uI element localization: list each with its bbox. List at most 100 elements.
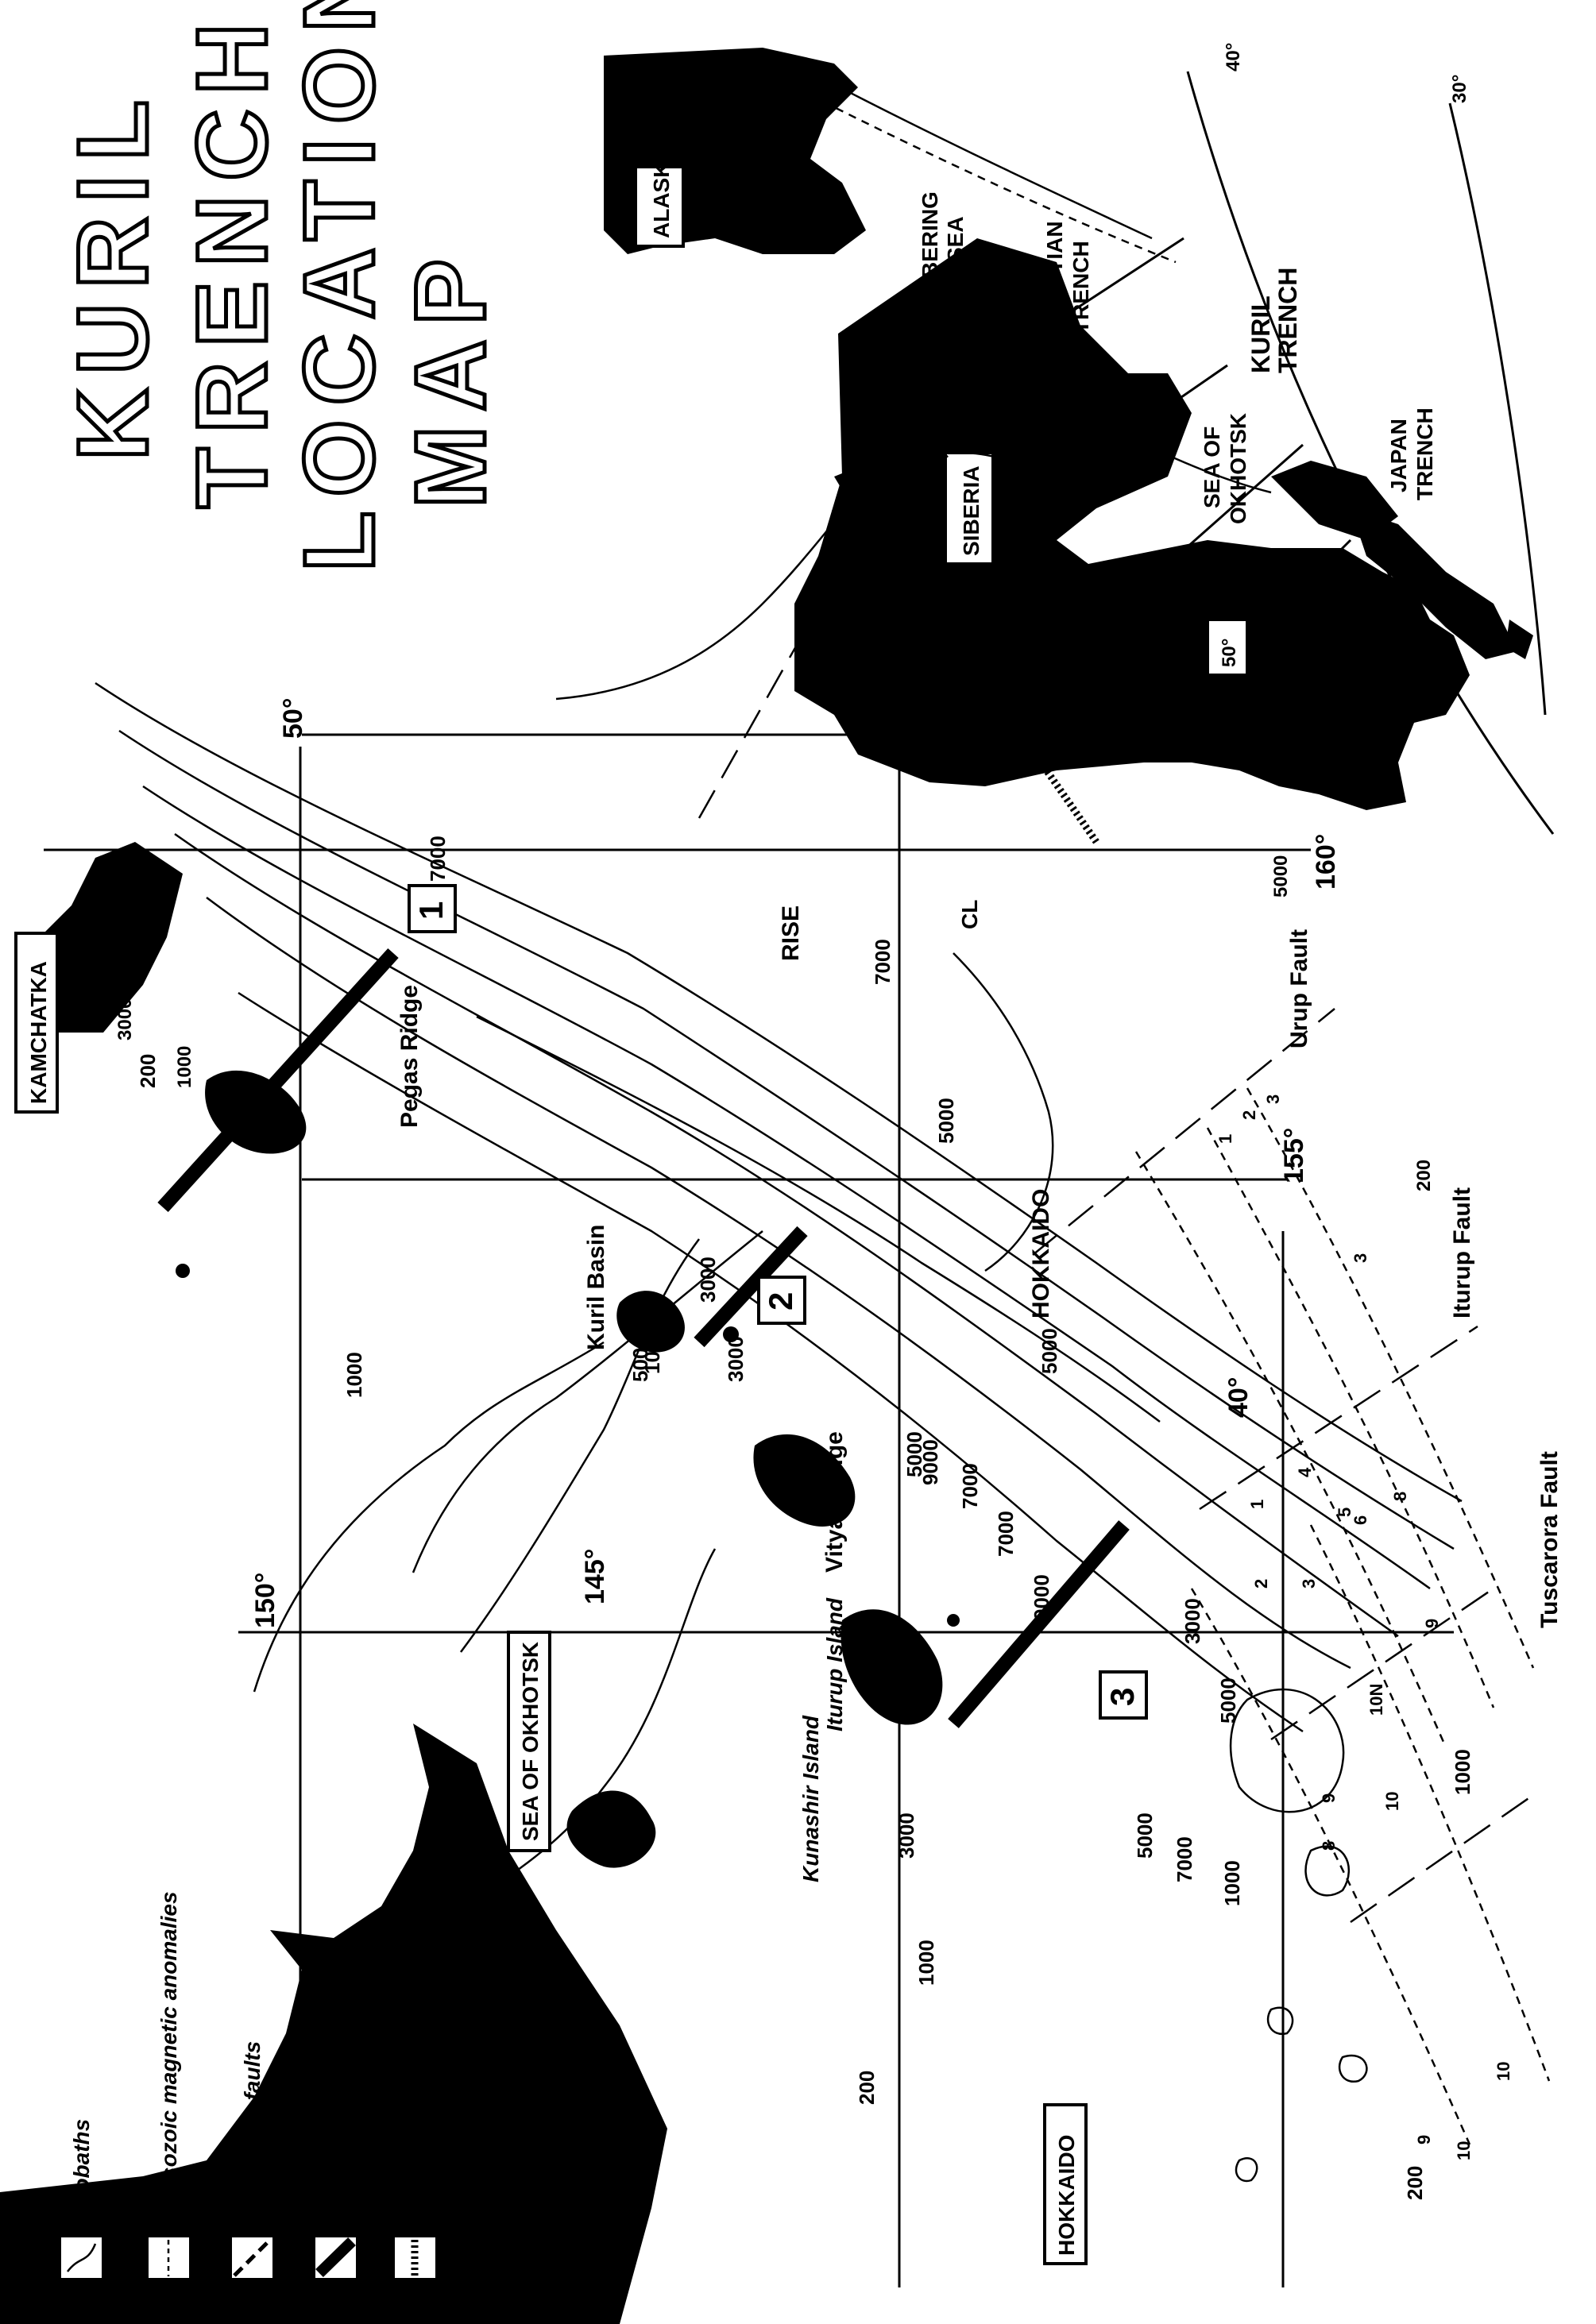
anomaly-label: 1 (1215, 1134, 1235, 1144)
map-title: KURIL TRENCH LOCATION MAP (56, 0, 508, 574)
depth-label: 3000 (696, 1257, 720, 1303)
isobath-1000-kuril-basin (412, 1230, 763, 1573)
inset-label-japan-trench-1: JAPAN (1386, 419, 1411, 492)
anomaly-label: 3 (1263, 1094, 1283, 1104)
magnetic-anomaly-3 (1246, 1087, 1535, 1669)
label-hokkaido: HOKKAIDO (1054, 2135, 1079, 2256)
inset-label-bering-2: SEA (943, 216, 968, 262)
anomaly-label: 9 (1422, 1619, 1442, 1628)
isobath-5000-hokkaido-rise (953, 952, 1054, 1272)
depth-label: 1000 (1451, 1749, 1474, 1795)
transform-fault-5 (1350, 1793, 1534, 1924)
depth-label: 200 (1413, 1160, 1435, 1191)
seamount-1 (1304, 1845, 1351, 1897)
legend-isobaths-swatch (58, 2234, 105, 2281)
magnetic-anomaly-5 (1309, 1524, 1551, 2082)
lat50-label-box (1206, 618, 1249, 677)
isobath-7000-trench (142, 785, 1431, 1590)
anomaly-label: 10N (1366, 1684, 1386, 1716)
depth-label: 5000 (1133, 1812, 1157, 1859)
inset-kuril-arc (1080, 411, 1272, 494)
anomaly-label: 1 (1247, 1500, 1267, 1509)
legend-isobaths-label: - Isobaths (69, 2119, 94, 2224)
isobath-1000-okhotsk (253, 1341, 605, 1693)
depth-label: 200 (136, 1054, 160, 1088)
small-island-1 (723, 1326, 739, 1342)
isobath-3000-trench (206, 896, 1351, 1670)
legend-mesozoic-label: - Mesozoic magnetic anomalies (157, 1891, 181, 2224)
legend-mcs-line (315, 2237, 356, 2278)
isobath-7000-east (118, 729, 1455, 1550)
isobath-5000-rise (555, 451, 1034, 701)
label-kamchatka: KAMCHATKA (26, 961, 51, 1104)
inset-aleutian-trench (810, 94, 1177, 264)
transform-fault-1 (698, 372, 1065, 819)
seamount-2 (1266, 2006, 1294, 2036)
inset-label-kuril-1: KURIL (1246, 295, 1275, 373)
legend-item-mesozoic: - Mesozoic magnetic anomalies (145, 1891, 192, 2281)
label-kunashir-island: Kunashir Island (798, 1715, 823, 1882)
hokkaido-land (0, 1724, 667, 2324)
structural-lines (698, 372, 1551, 2145)
small-island-2 (947, 1614, 960, 1627)
label-iturup-fault: Iturup Fault (1449, 1187, 1475, 1318)
inset-lat-50: 50° (1219, 639, 1240, 667)
inset-label-okhotsk-2: OKHOTSK (1226, 413, 1250, 524)
inset-label-siberia: SIBERIA (959, 465, 983, 556)
inset-japan-sea-outline (1239, 554, 1447, 685)
coord-145: 145° (580, 1549, 610, 1604)
coord-45: 45° (882, 686, 912, 727)
kamchatka-label-box (14, 932, 59, 1114)
depth-label: 1000 (174, 1046, 195, 1088)
anomaly-label: 8 (1390, 1492, 1410, 1501)
anomaly-label: 4 (1295, 1467, 1315, 1477)
label-cl: CL (957, 900, 982, 929)
cretaceous-quiet-zone-boundary (831, 505, 1099, 844)
inset-map: ALASKA SIBERIA BERING SEA ALEUTIAN TRENC… (604, 43, 1555, 835)
place-labels: KAMCHATKA HOKKAIDO SEA OF OKHOTSK Kunash… (14, 900, 1563, 2265)
inset-label-okhotsk-1: SEA OF (1200, 427, 1224, 508)
legend-item-isobaths: - Isobaths (58, 2119, 105, 2281)
label-kuril-basin: Kuril Basin (583, 1225, 609, 1350)
legend: - Isobaths - Mesozoic magnetic anomalies… (58, 1891, 443, 2281)
depth-label: 9000 (918, 1439, 942, 1485)
depth-label: 3000 (879, 1638, 902, 1684)
anomaly-label: 6 (1351, 1515, 1370, 1525)
depth-label: 5000 (1038, 1328, 1061, 1374)
profile-3-box (1099, 1670, 1148, 1720)
inset-kyushu (1505, 620, 1533, 659)
depth-label: 9000 (1030, 1574, 1053, 1620)
depth-label: 200 (1403, 2166, 1427, 2200)
iturup-island (841, 1609, 943, 1725)
isobath-5000-ring (1229, 1688, 1345, 1813)
isobath-5000-east (95, 681, 1463, 1503)
depth-label: 7000 (994, 1511, 1018, 1557)
label-pegas-ridge: Pegas Ridge (396, 985, 423, 1128)
inset-label-alaska: ALASKA (649, 145, 674, 238)
mcs-profile-2-line (694, 1226, 808, 1348)
inset-lat-60: 60° (1024, 607, 1045, 635)
inset-label-kuril-2: TRENCH (1273, 268, 1302, 373)
anomaly-label: 3 (1299, 1579, 1319, 1589)
central-kuril-islands (616, 1291, 685, 1353)
depth-label: 3000 (724, 1336, 748, 1382)
sea-okhotsk-label-box (507, 1631, 551, 1852)
kunashir-island (566, 1790, 656, 1868)
depth-label: 5000 (628, 1336, 652, 1382)
anomaly-label: 3 (1351, 1253, 1370, 1263)
magnetic-anomaly-2 (1206, 1127, 1495, 1708)
depth-label: 7000 (1173, 1836, 1196, 1882)
profile-1-label: 1 (412, 901, 450, 920)
legend-item-transform: - transform faults (229, 2041, 276, 2281)
title-line-4: MAP (396, 245, 506, 508)
depth-label: 1000 (640, 1328, 664, 1374)
legend-transform-label: - transform faults (240, 2041, 265, 2224)
magnetic-anomaly-1 (1134, 1151, 1447, 1748)
inset-aleutian-arc (794, 62, 1153, 240)
mcs-profiles: 1 2 3 (157, 884, 1148, 1728)
inset-japan-main (1351, 508, 1517, 659)
inset-label-japan-trench-2: TRENCH (1412, 407, 1437, 500)
transform-fault-4 (1270, 1587, 1494, 1741)
depth-label: 5000 (1270, 855, 1292, 898)
